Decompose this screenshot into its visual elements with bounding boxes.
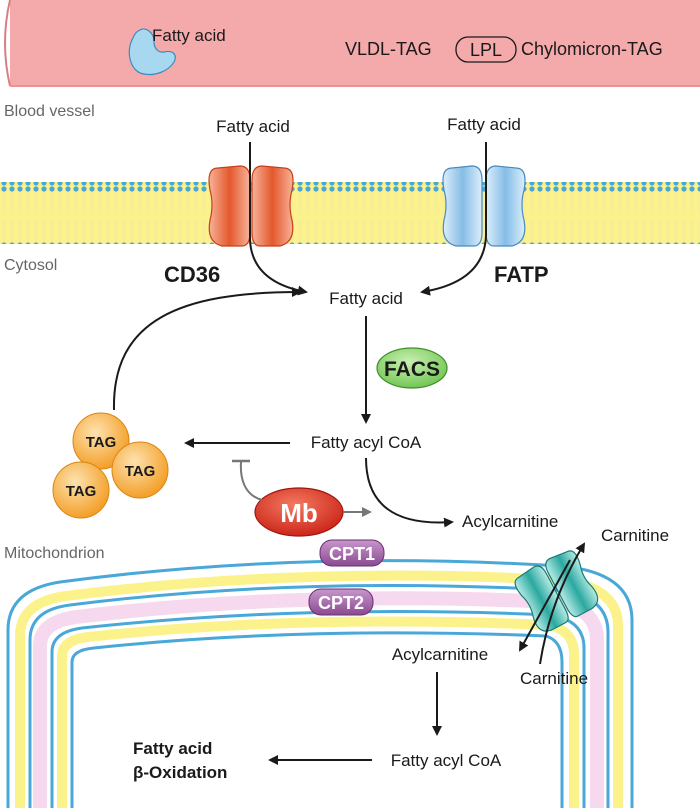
- fatty-acid-cd36-label: Fatty acid: [216, 117, 290, 136]
- acylcarnitine-import-arrow: [519, 559, 571, 652]
- facs-label: FACS: [384, 358, 440, 381]
- fatty-acid-cytosol-label: Fatty acid: [329, 289, 403, 308]
- blood-vessel-label: Blood vessel: [4, 103, 95, 120]
- fatty-acyl-coa-matrix-label: Fatty acyl CoA: [391, 751, 502, 770]
- vldl-tag-label: VLDL-TAG: [345, 39, 432, 59]
- tag-droplet-icon: [52, 461, 110, 519]
- fatty-acid-fatp-label: Fatty acid: [447, 115, 521, 134]
- vessel-fatty-acid-label: Fatty acid: [152, 26, 226, 45]
- cd36-label: CD36: [164, 262, 220, 287]
- mb-label: Mb: [280, 498, 318, 528]
- tag-top-label: TAG: [86, 434, 117, 451]
- cpt1-label: CPT1: [329, 544, 375, 564]
- tag-droplet-icon: [72, 412, 130, 470]
- cpt2-label: CPT2: [318, 593, 364, 613]
- mitochondrion-label: Mitochondrion: [4, 545, 105, 562]
- fatp-label: FATP: [494, 262, 549, 287]
- acylcarnitine-cytosol-label: Acylcarnitine: [462, 512, 558, 531]
- carnitine-matrix-label: Carnitine: [520, 669, 588, 688]
- acylcarnitine-matrix-label: Acylcarnitine: [392, 645, 488, 664]
- lpl-label: LPL: [470, 40, 502, 60]
- tag-cluster: [52, 412, 169, 519]
- facs-enzyme-icon: [376, 347, 448, 389]
- tag-right-label: TAG: [125, 463, 156, 480]
- cytosol-label: Cytosol: [4, 257, 57, 274]
- carnitine-shuttle-arrow: [365, 457, 454, 528]
- tag-droplet-icon: [111, 441, 169, 499]
- beta-oxidation-label-line1: Fatty acid: [133, 739, 212, 758]
- mb-inhibition-line: [239, 461, 263, 501]
- fatp-transporter-icon: [442, 165, 526, 247]
- lpl-box: [455, 36, 517, 63]
- fatty-acid-blob-icon: [128, 28, 176, 76]
- fatp-uptake-arrow: [420, 142, 487, 296]
- cpt2-enzyme-icon: [308, 588, 374, 616]
- carnitine-export-arrow: [539, 542, 586, 665]
- cd36-transporter-icon: [208, 165, 294, 247]
- lipolysis-arrow: [112, 287, 302, 411]
- fatty-acyl-coa-label: Fatty acyl CoA: [311, 433, 422, 452]
- cpt1-enzyme-icon: [319, 539, 385, 567]
- carnitine-translocase-icon: [514, 550, 599, 632]
- tag-left-label: TAG: [66, 483, 97, 500]
- chylomicron-tag-label: Chylomicron-TAG: [521, 39, 663, 59]
- carnitine-cytosol-label: Carnitine: [601, 526, 669, 545]
- beta-oxidation-label-line2: β-Oxidation: [133, 763, 227, 782]
- blood-vessel: [4, 0, 700, 87]
- plasma-membrane: [0, 182, 700, 244]
